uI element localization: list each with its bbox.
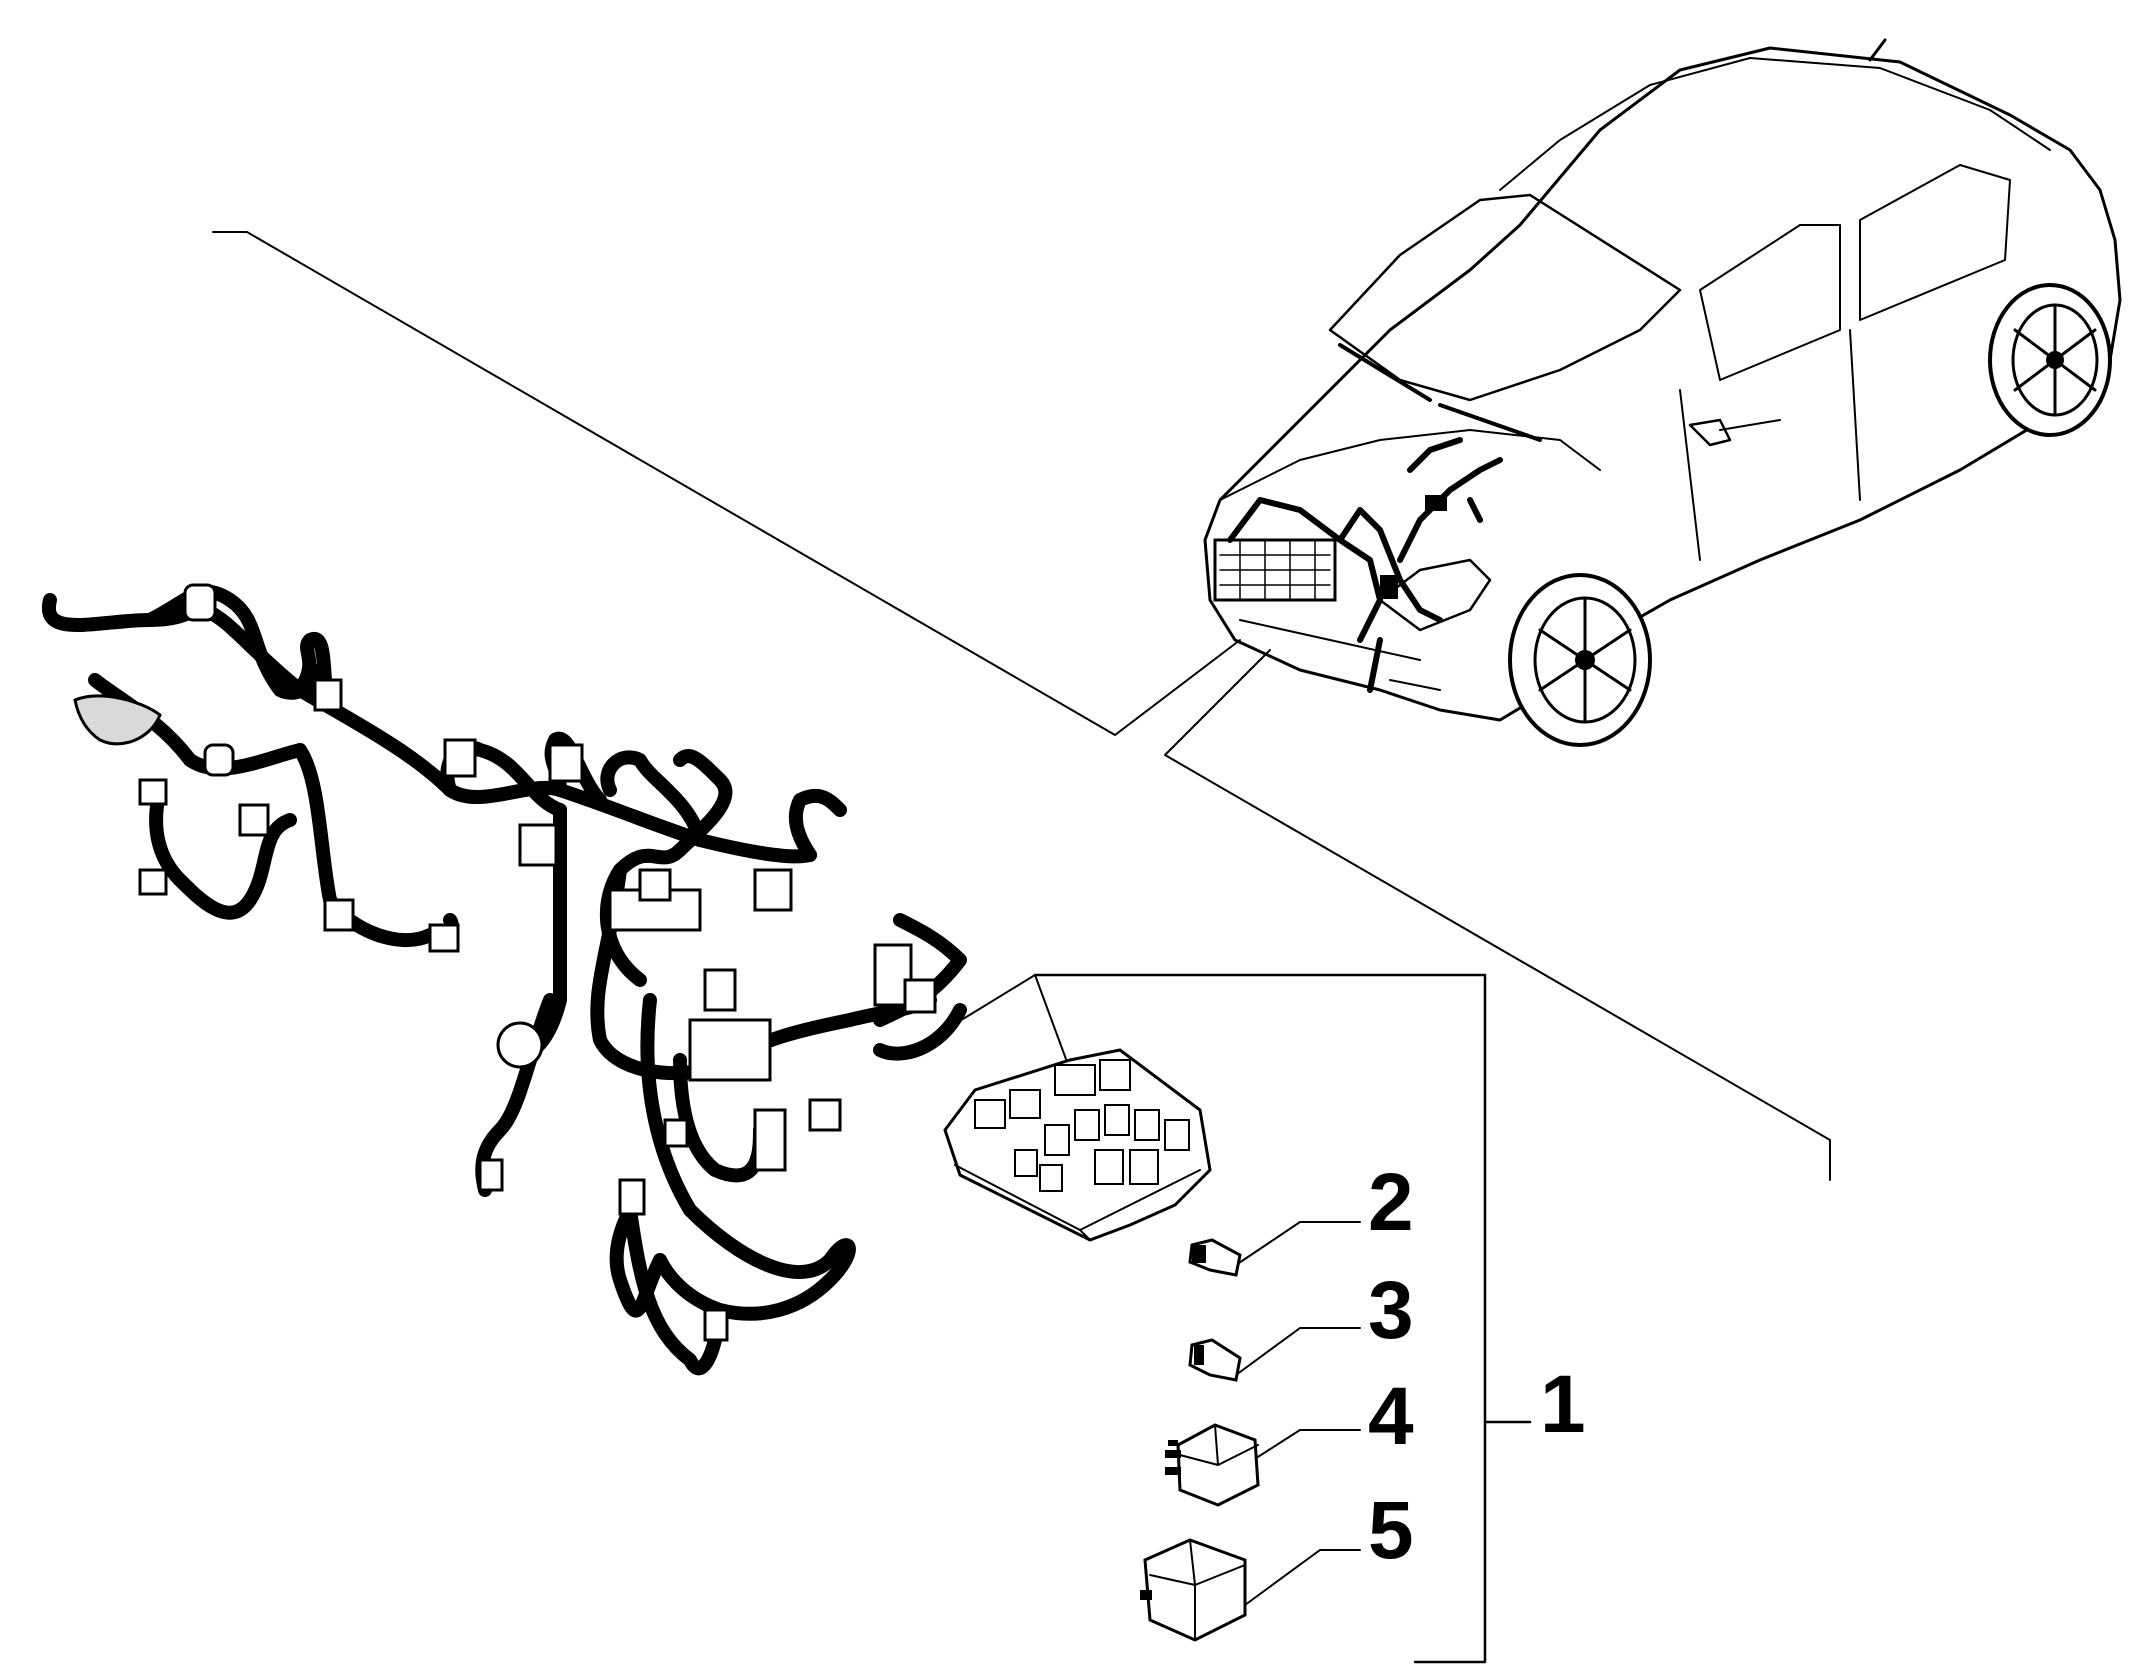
car-headlight <box>1378 558 1492 632</box>
bracket-1 <box>1033 973 1487 1664</box>
harness-connectors <box>138 678 937 1342</box>
wiring-harness <box>41 583 967 1376</box>
car-rear-wheel <box>1988 283 2112 437</box>
callout-4: 4 <box>1368 1371 1414 1462</box>
fuse-box <box>943 1048 1212 1242</box>
car-hood <box>1219 429 1601 501</box>
car-front-wheel <box>1508 573 1652 747</box>
leader-lines <box>212 231 1831 1664</box>
car-windscreen <box>1328 193 1682 402</box>
car-door-line <box>1679 329 1861 561</box>
car-side-window-rear <box>1859 164 2011 321</box>
callout-2: 2 <box>1368 1157 1414 1248</box>
fusebox-leader <box>944 974 1071 1071</box>
car-roof <box>1499 57 2051 191</box>
leader-3 <box>1235 1327 1361 1376</box>
car-antenna <box>1868 38 1887 62</box>
part-2-fuse <box>1188 1238 1242 1277</box>
leader-4 <box>1249 1429 1361 1463</box>
part-5-relay <box>1140 1538 1247 1642</box>
callout-5: 5 <box>1368 1485 1414 1576</box>
harness-leader-upper <box>212 231 1241 736</box>
car-body-outline <box>1203 46 2122 722</box>
harness-sleeve <box>183 583 217 622</box>
car-harness-highlight <box>1227 437 1503 693</box>
car-wiper <box>1338 343 1542 442</box>
leader-5 <box>1244 1549 1361 1606</box>
car-side-window-front <box>1699 224 1841 381</box>
car-mirror <box>1688 418 1732 447</box>
part-4-relay <box>1165 1423 1260 1507</box>
harness-leader-lower <box>1164 649 1831 1181</box>
callout-3: 3 <box>1368 1265 1414 1356</box>
harness-grommet <box>73 694 162 746</box>
leader-2 <box>1235 1221 1361 1266</box>
callout-1: 1 <box>1540 1359 1586 1450</box>
car-illustration <box>1203 38 2122 747</box>
car-bumper <box>1239 619 1441 691</box>
part-3-fuse <box>1188 1338 1242 1382</box>
